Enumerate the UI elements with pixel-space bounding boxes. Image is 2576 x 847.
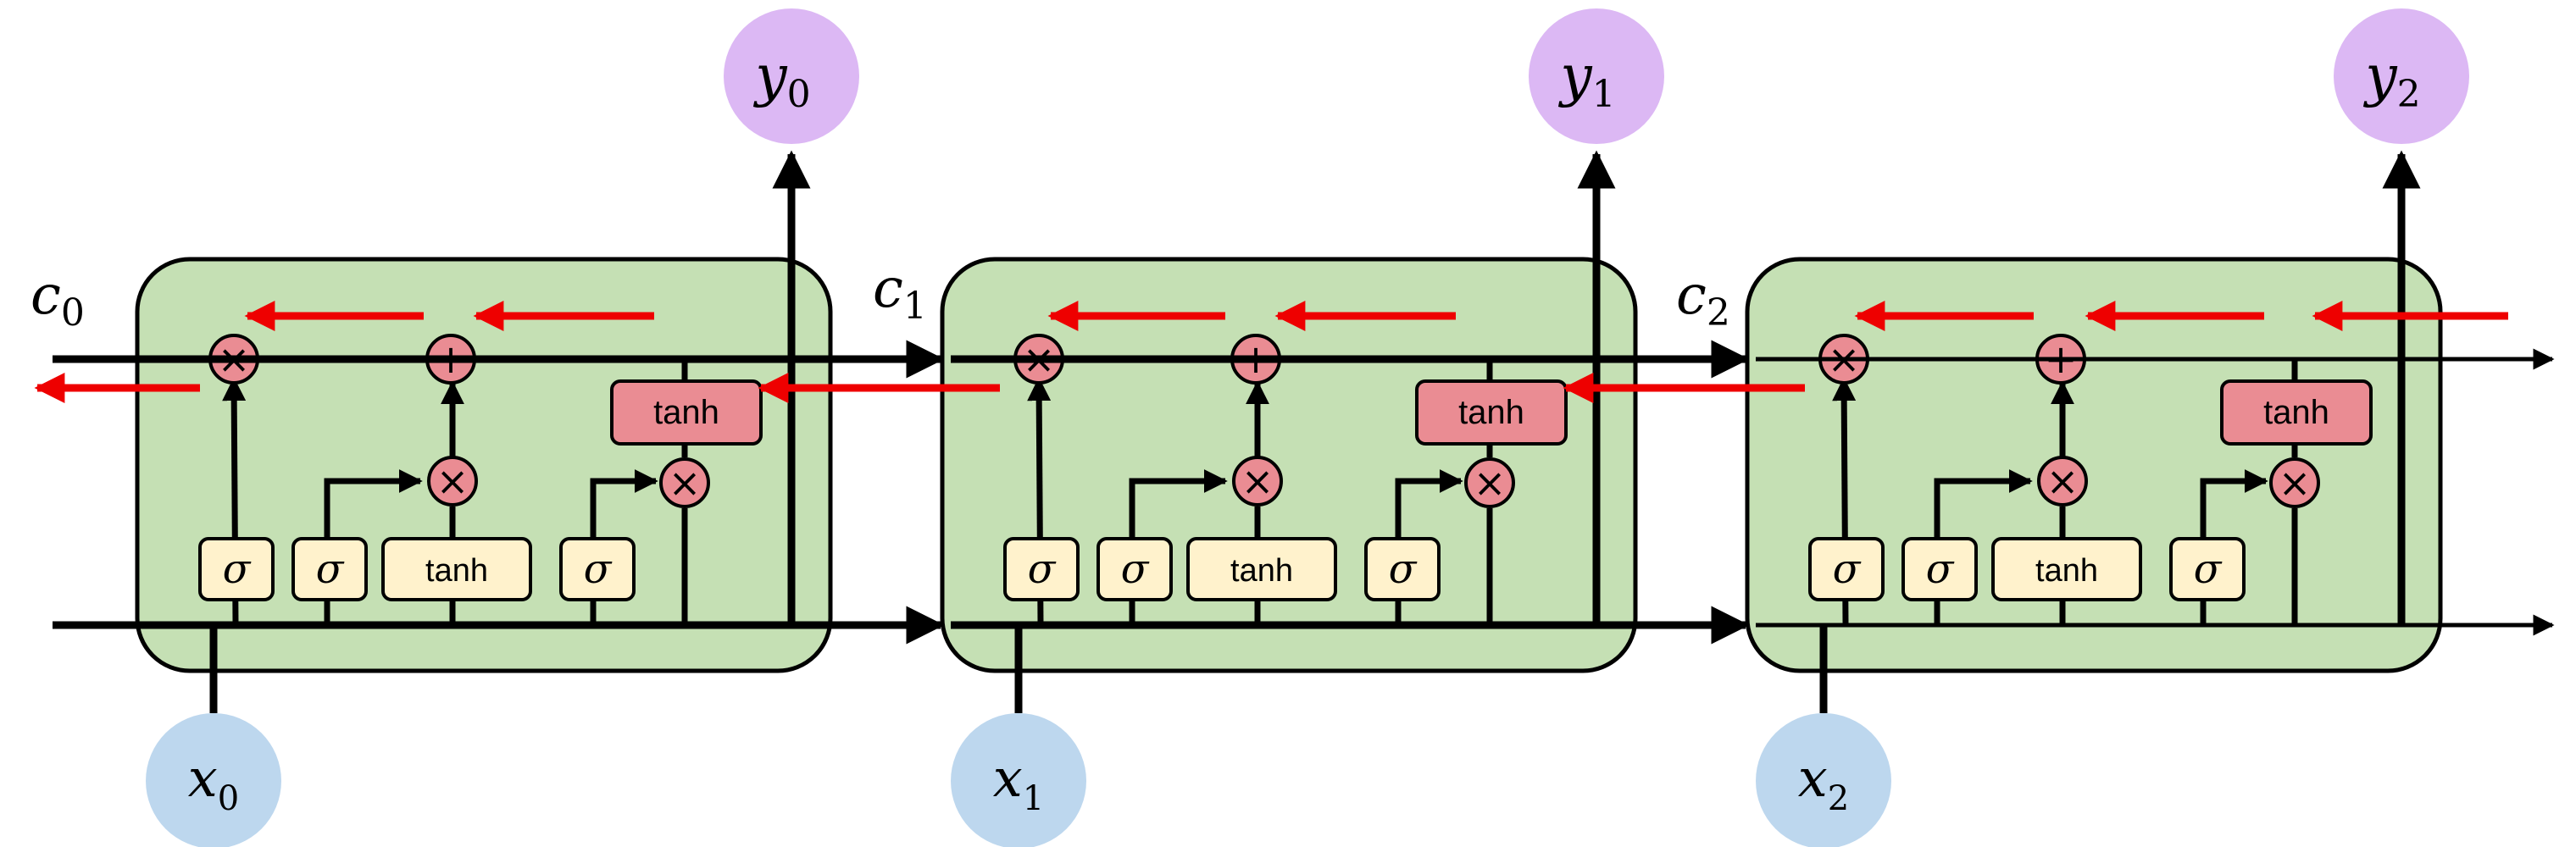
gate-box: σ — [1003, 537, 1080, 601]
input-node-circle — [1756, 713, 1891, 847]
gate-box: σ — [1808, 537, 1885, 601]
sigmoid-gate-label: σ — [1121, 545, 1150, 593]
gate-box: σ — [559, 537, 636, 601]
output-multiply-icon: × — [659, 457, 710, 508]
lstm-cell-box — [135, 257, 833, 673]
output-subscript: 2 — [2397, 73, 2421, 116]
gate-box: tanh — [381, 537, 532, 601]
svg-text:x1: x1 — [993, 747, 1044, 818]
sigmoid-gate-label: σ — [1028, 545, 1057, 593]
input-multiply-icon: × — [2037, 456, 2088, 507]
input-node-0: x0 — [146, 627, 281, 847]
sigmoid-gate-label: σ — [1926, 545, 1955, 593]
output-label: y — [2362, 43, 2397, 108]
output-node-circle — [2334, 8, 2469, 144]
svg-text:×: × — [2279, 460, 2312, 506]
svg-text:y2: y2 — [2362, 43, 2420, 116]
sigmoid-gate-label: σ — [223, 545, 252, 593]
tanh-gate-label: tanh — [2035, 553, 2098, 589]
svg-text:×: × — [1241, 458, 1274, 504]
svg-text:x0: x0 — [188, 747, 239, 818]
sigmoid-gate-label: σ — [1833, 545, 1862, 593]
sigmoid-gate-label: σ — [584, 545, 613, 593]
svg-text:x2: x2 — [1798, 747, 1849, 818]
gate-box: σ — [2169, 537, 2246, 601]
svg-text:×: × — [1474, 460, 1507, 506]
input-multiply-icon: × — [1232, 456, 1283, 507]
cell-state-label-1: c1 — [873, 257, 927, 328]
svg-text:×: × — [2046, 458, 2079, 504]
input-node-2: x2 — [1756, 627, 1891, 847]
activation-box: tanh — [1415, 379, 1568, 446]
activation-box: tanh — [2220, 379, 2373, 446]
backprop-arrows — [34, 301, 2508, 403]
output-label: y — [1557, 43, 1592, 108]
input-subscript: 1 — [1023, 779, 1044, 818]
input-label: x — [188, 747, 218, 809]
svg-text:×: × — [436, 458, 469, 504]
output-node-0: y0 — [724, 8, 859, 144]
output-node-circle — [1529, 8, 1664, 144]
output-subscript: 1 — [1592, 73, 1616, 116]
input-label: x — [1798, 747, 1828, 809]
activation-box: tanh — [610, 379, 763, 446]
output-subscript: 0 — [787, 73, 811, 116]
cell-state-label-2: c2 — [1676, 264, 1730, 335]
output-label: y — [752, 43, 787, 108]
gate-box: σ — [1364, 537, 1441, 601]
gate-box: tanh — [1991, 537, 2142, 601]
gate-box: σ — [1096, 537, 1173, 601]
output-multiply-icon: × — [1464, 457, 1515, 508]
input-node-circle — [146, 713, 281, 847]
gate-box: σ — [1901, 537, 1978, 601]
input-subscript: 0 — [218, 779, 239, 818]
output-node-1: y1 — [1529, 8, 1664, 144]
input-subscript: 2 — [1828, 779, 1849, 818]
tanh-gate-label: tanh — [1230, 553, 1293, 589]
input-multiply-icon: × — [427, 456, 478, 507]
output-node-2: y2 — [2334, 8, 2469, 144]
sigmoid-gate-label: σ — [1389, 545, 1418, 593]
sigmoid-gate-label: σ — [316, 545, 345, 593]
tanh-gate-label: tanh — [425, 553, 488, 589]
activation-label: tanh — [2263, 394, 2329, 431]
output-multiply-icon: × — [2269, 457, 2320, 508]
input-node-1: x1 — [951, 627, 1086, 847]
cell-state-label-0: c0 — [31, 264, 85, 335]
lstm-cell-box — [940, 257, 1638, 673]
activation-label: tanh — [1458, 394, 1524, 431]
svg-text:y1: y1 — [1557, 43, 1615, 116]
gate-box: tanh — [1186, 537, 1337, 601]
svg-text:y0: y0 — [752, 43, 810, 116]
gate-box: σ — [198, 537, 275, 601]
output-node-circle — [724, 8, 859, 144]
activation-label: tanh — [653, 394, 719, 431]
input-node-circle — [951, 713, 1086, 847]
gate-box: σ — [291, 537, 368, 601]
lstm-cell-box — [1745, 257, 2443, 673]
input-label: x — [993, 747, 1023, 809]
sigmoid-gate-label: σ — [2194, 545, 2223, 593]
svg-text:×: × — [669, 460, 702, 506]
